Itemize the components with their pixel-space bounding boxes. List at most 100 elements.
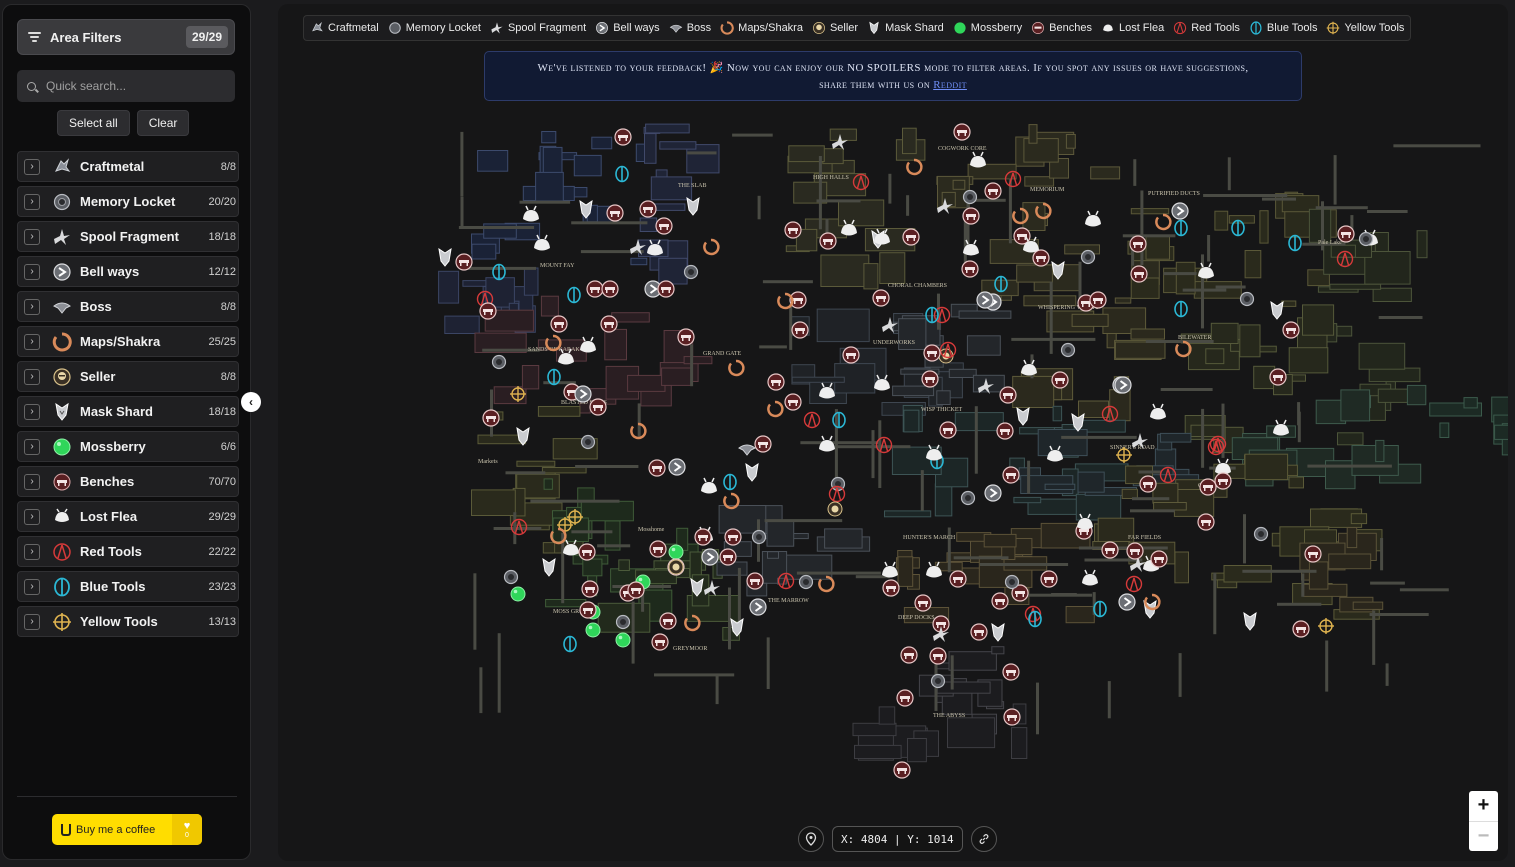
legend-item[interactable]: Blue Tools [1249, 21, 1317, 35]
bench-marker[interactable] [1040, 570, 1058, 588]
mask-marker[interactable] [438, 247, 452, 267]
mask-marker[interactable] [690, 577, 704, 597]
spool-marker[interactable] [937, 198, 953, 214]
category-spool-fragment[interactable]: › Spool Fragment 18/18 [17, 221, 239, 252]
flea-marker[interactable] [970, 151, 986, 168]
map-marker[interactable] [723, 492, 740, 510]
spool-marker[interactable] [978, 378, 994, 394]
legend-item[interactable]: Yellow Tools [1326, 21, 1404, 35]
spool-marker[interactable] [933, 626, 949, 642]
flea-marker[interactable] [874, 228, 890, 245]
flea-marker[interactable] [874, 374, 890, 391]
bench-marker[interactable] [1304, 545, 1322, 563]
bench-marker[interactable] [996, 422, 1014, 440]
select-all-button[interactable]: Select all [57, 110, 130, 136]
zoom-in-button[interactable]: + [1477, 794, 1490, 817]
locket-marker[interactable] [798, 574, 814, 590]
spool-marker[interactable] [630, 239, 646, 255]
red-marker[interactable] [1209, 435, 1227, 453]
locket-marker[interactable] [1060, 342, 1076, 358]
blue-marker[interactable] [563, 635, 577, 653]
bench-marker[interactable] [1003, 708, 1021, 726]
locket-marker[interactable] [1004, 574, 1020, 590]
blue-marker[interactable] [1174, 219, 1188, 237]
flea-marker[interactable] [1273, 419, 1289, 436]
mask-marker[interactable] [1071, 412, 1085, 432]
flea-marker[interactable] [1047, 445, 1063, 462]
flea-marker[interactable] [701, 477, 717, 494]
chevron-right-icon[interactable]: › [24, 333, 40, 350]
mask-marker[interactable] [516, 426, 530, 446]
collapse-sidebar-button[interactable]: ‹ [241, 392, 261, 412]
clear-button[interactable]: Clear [136, 110, 190, 136]
map-marker[interactable] [630, 422, 647, 440]
blue-marker[interactable] [1093, 600, 1107, 618]
mask-marker[interactable] [1243, 611, 1257, 631]
locket-marker[interactable] [930, 673, 946, 689]
red-marker[interactable] [933, 306, 951, 324]
chevron-right-icon[interactable]: › [24, 543, 40, 560]
bench-marker[interactable] [655, 217, 673, 235]
bench-marker[interactable] [970, 623, 988, 641]
red-marker[interactable] [875, 436, 893, 454]
bench-marker[interactable] [1011, 584, 1029, 602]
yellow-marker[interactable] [1116, 447, 1132, 463]
bell-marker[interactable] [1171, 202, 1189, 220]
spool-marker[interactable] [832, 134, 848, 150]
locket-marker[interactable] [503, 569, 519, 585]
blue-marker[interactable] [1288, 234, 1302, 252]
chevron-right-icon[interactable]: › [24, 438, 40, 455]
flea-marker[interactable] [1198, 262, 1214, 279]
locket-marker[interactable] [615, 614, 631, 630]
boss-marker[interactable] [738, 444, 756, 456]
bench-marker[interactable] [991, 592, 1009, 610]
bench-marker[interactable] [578, 543, 596, 561]
chevron-right-icon[interactable]: › [24, 403, 40, 420]
mask-marker[interactable] [579, 199, 593, 219]
category-boss[interactable]: › Boss 8/8 [17, 291, 239, 322]
bench-marker[interactable] [649, 540, 667, 558]
spool-marker[interactable] [1130, 556, 1146, 572]
bench-marker[interactable] [1269, 368, 1287, 386]
bench-marker[interactable] [627, 581, 645, 599]
bench-marker[interactable] [791, 321, 809, 339]
bench-marker[interactable] [606, 204, 624, 222]
bench-marker[interactable] [657, 280, 675, 298]
bench-marker[interactable] [1197, 513, 1215, 531]
moss-marker[interactable] [615, 632, 631, 648]
mask-marker[interactable] [686, 196, 700, 216]
flea-marker[interactable] [647, 239, 663, 256]
bench-marker[interactable] [479, 302, 497, 320]
spool-marker[interactable] [1132, 433, 1148, 449]
red-marker[interactable] [510, 518, 528, 536]
bench-marker[interactable] [939, 421, 957, 439]
bell-marker[interactable] [644, 280, 662, 298]
legend-item[interactable]: Spool Fragment [490, 21, 586, 35]
chevron-right-icon[interactable]: › [24, 193, 40, 210]
bench-marker[interactable] [719, 548, 737, 566]
copy-link-button[interactable] [970, 826, 997, 852]
flea-marker[interactable] [882, 561, 898, 578]
bench-marker[interactable] [581, 580, 599, 598]
chevron-right-icon[interactable]: › [24, 473, 40, 490]
mask-marker[interactable] [542, 557, 556, 577]
bench-marker[interactable] [601, 280, 619, 298]
blue-marker[interactable] [492, 263, 506, 281]
buy-me-a-coffee-button[interactable]: Buy me a coffee ♥0 [52, 814, 202, 845]
chevron-right-icon[interactable]: › [24, 613, 40, 630]
bench-marker[interactable] [1130, 265, 1148, 283]
bell-marker[interactable] [574, 385, 592, 403]
red-marker[interactable] [803, 411, 821, 429]
chevron-right-icon[interactable]: › [24, 508, 40, 525]
map-marker[interactable] [818, 575, 835, 593]
bench-marker[interactable] [767, 373, 785, 391]
bench-marker[interactable] [932, 615, 950, 633]
bench-marker[interactable] [746, 572, 764, 590]
spool-marker[interactable] [704, 580, 720, 596]
bell-marker[interactable] [1118, 593, 1136, 611]
bench-marker[interactable] [677, 328, 695, 346]
legend-item[interactable]: Memory Locket [388, 21, 481, 35]
bench-marker[interactable] [1214, 472, 1232, 490]
moss-marker[interactable] [585, 622, 601, 638]
